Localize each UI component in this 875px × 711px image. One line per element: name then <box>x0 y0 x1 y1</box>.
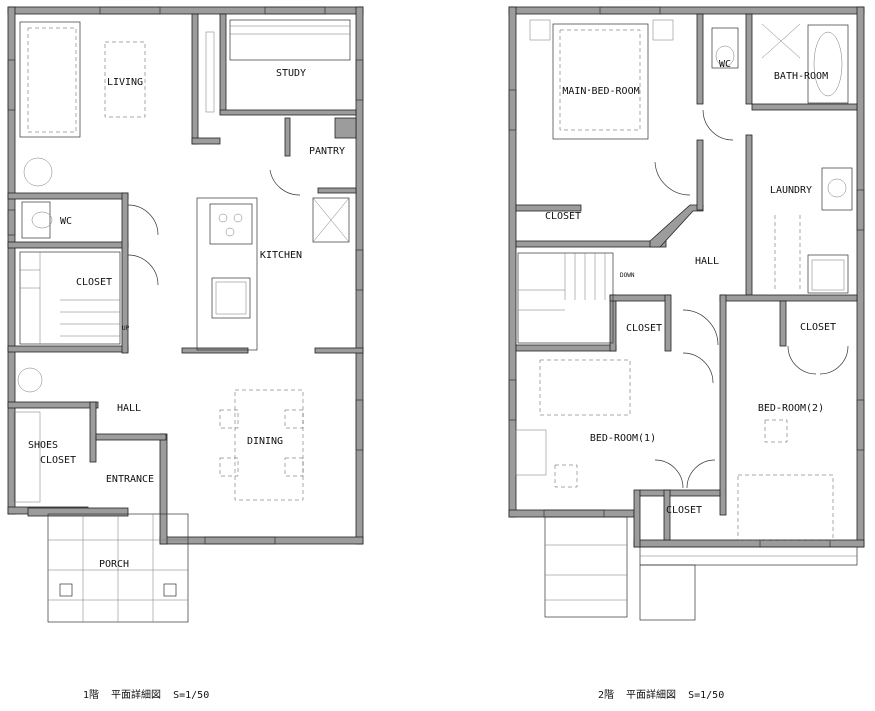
room-label-shoes: SHOES <box>28 440 58 451</box>
room-label-wc-2f: WC <box>719 59 731 70</box>
floor1-plan: LIVING STUDY PANTRY KITCHEN WC CLOSET UP… <box>7 6 364 623</box>
room-label-kitchen: KITCHEN <box>260 250 302 261</box>
floor2-caption: 2階 平面詳細図 S=1/50 <box>598 690 725 701</box>
floor2-balcony <box>544 516 858 621</box>
room-label-porch: PORCH <box>99 559 129 570</box>
floor2-fixtures <box>515 19 853 541</box>
room-label-wc: WC <box>60 216 72 227</box>
floor1-fixtures <box>13 19 351 503</box>
room-label-pantry: PANTRY <box>309 146 345 157</box>
floor1-porch <box>27 507 189 623</box>
floor1-caption: 1階 平面詳細図 S=1/50 <box>83 690 210 701</box>
floor1-windows <box>7 6 364 545</box>
room-label-closet-right: CLOSET <box>800 322 836 333</box>
floor1-doors <box>127 169 301 286</box>
room-label-bed-room-2: BED-ROOM(2) <box>758 403 824 414</box>
stair-label-down: DOWN <box>620 272 635 279</box>
room-label-closet-stair: CLOSET <box>626 323 662 334</box>
room-label-study: STUDY <box>276 68 306 79</box>
floor2-stairs <box>517 252 614 344</box>
room-label-bed-room-1: BED-ROOM(1) <box>590 433 656 444</box>
floor2-doors <box>654 109 849 489</box>
floor2-plan: MAIN･BED-ROOM WC BATH-ROOM CLOSET LAUNDR… <box>508 6 865 621</box>
floor2-labels: MAIN･BED-ROOM WC BATH-ROOM CLOSET LAUNDR… <box>545 59 836 516</box>
room-label-hall: HALL <box>117 403 141 414</box>
room-label-dining: DINING <box>247 436 283 447</box>
room-label-entrance: ENTRANCE <box>106 474 154 485</box>
floor1-stairs <box>19 251 121 345</box>
room-label-living: LIVING <box>107 77 143 88</box>
room-label-bath-room: BATH-ROOM <box>774 71 828 82</box>
room-label-laundry: LAUNDRY <box>770 185 812 196</box>
room-label-closet-bottom: CLOSET <box>666 505 702 516</box>
room-label-hall-2f: HALL <box>695 256 719 267</box>
room-label-shoes-closet: CLOSET <box>40 455 76 466</box>
room-label-closet-main: CLOSET <box>545 211 581 222</box>
room-label-closet: CLOSET <box>76 277 112 288</box>
room-label-main-bed-room: MAIN･BED-ROOM <box>562 86 639 97</box>
stair-label-up: UP <box>122 325 130 332</box>
floor1-labels: LIVING STUDY PANTRY KITCHEN WC CLOSET UP… <box>28 68 345 570</box>
